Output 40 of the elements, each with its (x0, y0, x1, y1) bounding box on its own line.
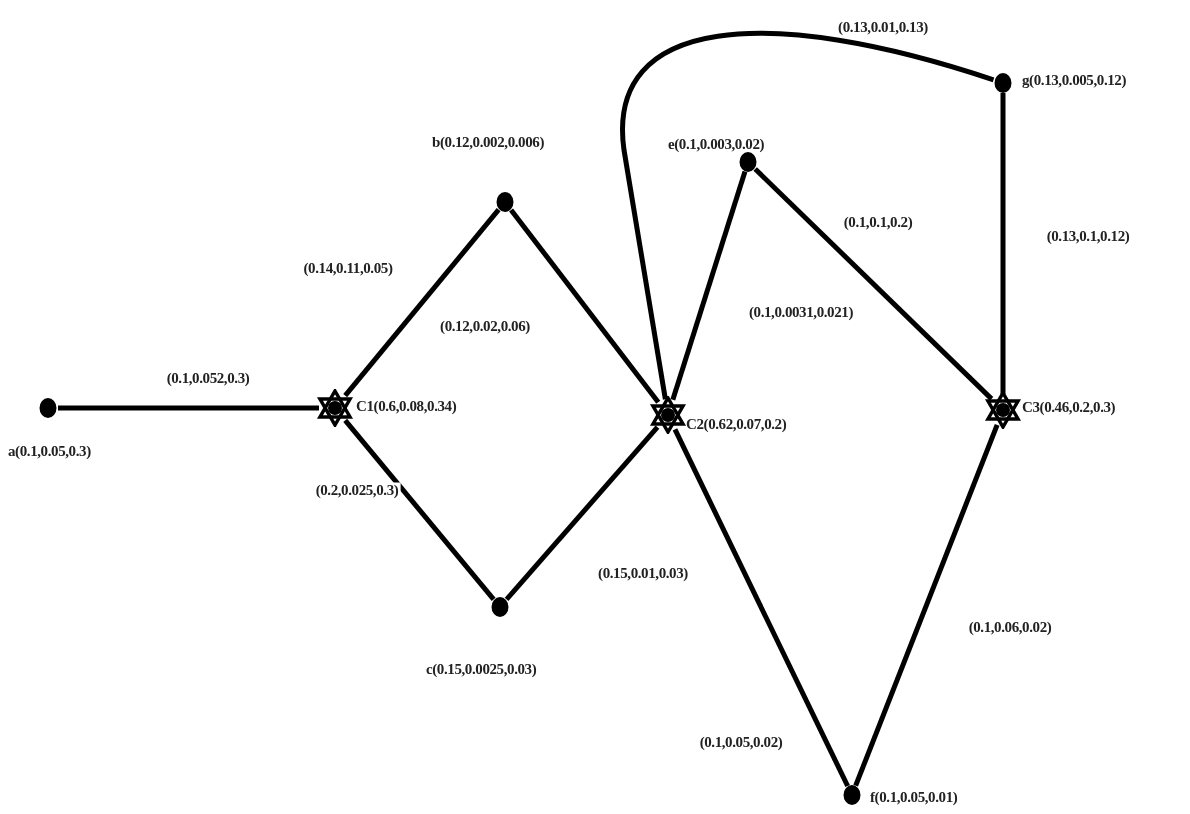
edge-label: (0.1,0.052,0.3) (164, 370, 252, 386)
edge-label: (0.14,0.11,0.05) (301, 260, 395, 276)
edge-label: (0.13,0.01,0.13) (836, 19, 930, 35)
node-label: f(0.1,0.05,0.01) (870, 790, 958, 805)
node-label: g(0.13,0.005,0.12) (1022, 73, 1127, 88)
connector-line (343, 418, 496, 601)
node-label: e(0.1,0.003,0.02) (668, 137, 765, 152)
connector-line (1000, 93, 1006, 394)
edge-label: (0.1,0.0031,0.021) (747, 304, 855, 320)
connector-line (509, 208, 661, 404)
edge-label: (0.2,0.025,0.3) (313, 482, 401, 498)
star-node (316, 389, 354, 427)
connector-line (620, 30, 995, 400)
connector-line (343, 208, 501, 398)
connector-line (504, 425, 660, 602)
node-label: b(0.12,0.002,0.006) (432, 135, 544, 150)
edge-label: (0.15,0.01,0.03) (596, 565, 690, 581)
dot-node (490, 597, 510, 617)
connector-line (58, 405, 319, 411)
edge-label: (0.1,0.06,0.02) (966, 619, 1054, 635)
connector-line (753, 167, 994, 401)
connector-line (670, 170, 748, 401)
edge-label: (0.1,0.05,0.02) (697, 734, 785, 750)
edge-label: (0.1,0.1,0.2) (841, 214, 915, 230)
dot-node (495, 192, 515, 212)
dot-node (842, 785, 862, 805)
node-label: C2(0.62,0.07,0.2) (686, 417, 787, 432)
star-node (649, 396, 687, 434)
node-label: C3(0.46,0.2,0.3) (1022, 400, 1116, 415)
connector-line (853, 424, 1000, 787)
node-label: C1(0.6,0.08,0.34) (356, 399, 457, 414)
edge-label: (0.13,0.1,0.12) (1044, 228, 1132, 244)
node-label: a(0.1,0.05,0.3) (8, 444, 91, 459)
dot-node (738, 152, 758, 172)
dot-node (38, 398, 58, 418)
dot-node (993, 73, 1013, 93)
node-label: c(0.15,0.0025,0.03) (426, 662, 537, 677)
edge-label: (0.12,0.02,0.06) (438, 318, 532, 334)
star-node (984, 391, 1022, 429)
connector-line (672, 428, 850, 788)
